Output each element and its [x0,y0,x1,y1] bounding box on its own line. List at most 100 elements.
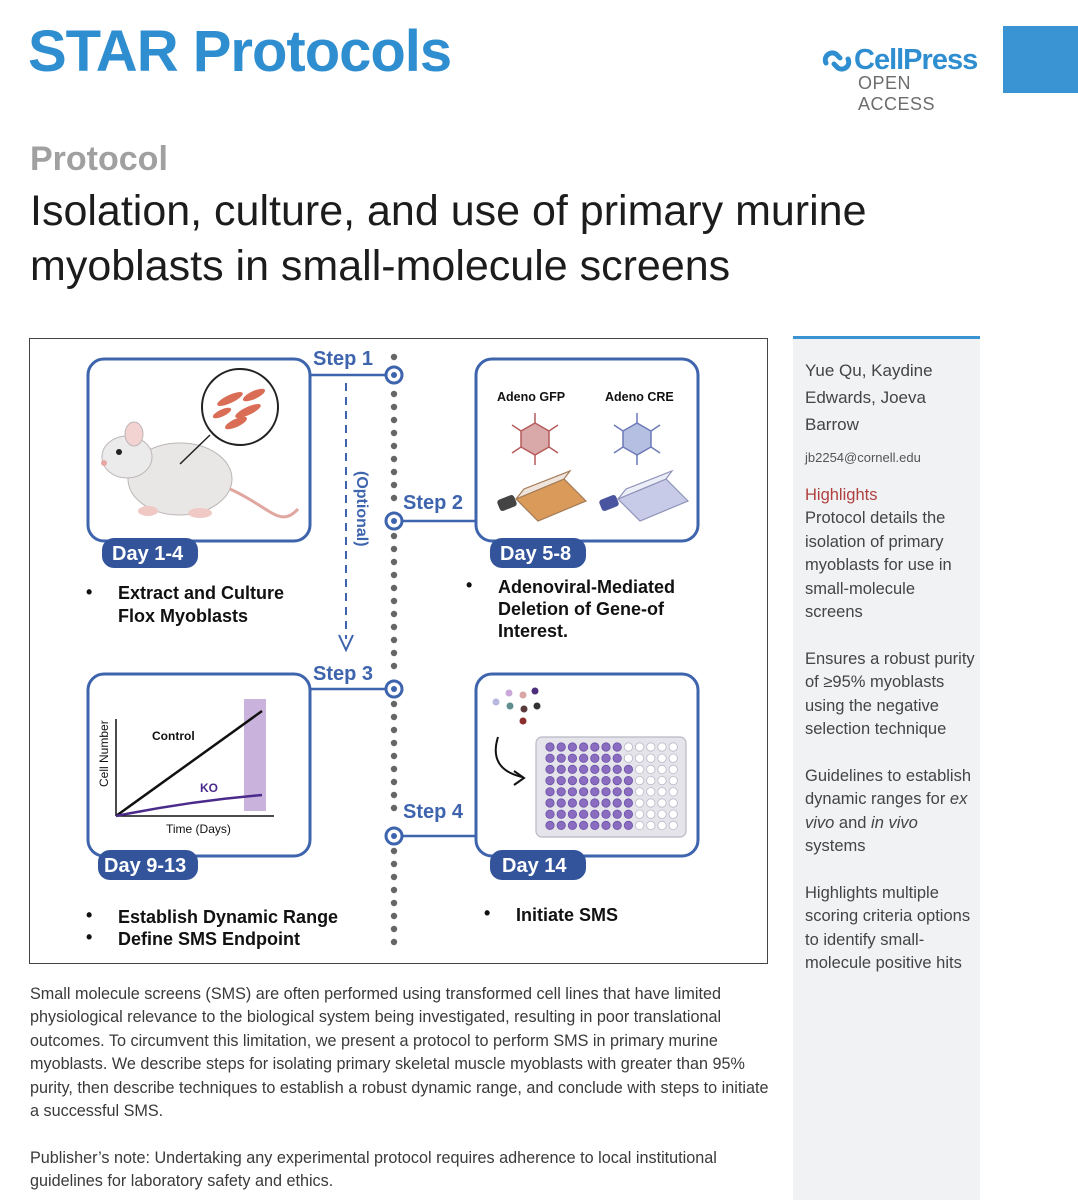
panel2-bullet-line1: Adenoviral-Mediated [498,577,675,597]
plate-well [623,798,634,808]
plate-well [590,820,600,830]
plate-well [545,798,555,808]
plate-well [578,798,589,808]
svg-text:•: • [86,927,92,947]
plate-well [578,809,589,819]
plate-well [668,820,678,830]
myoblast-inset [201,368,279,446]
plate-well [556,787,566,797]
plate-well [601,798,611,808]
plate-well [646,787,656,797]
graphical-abstract: Step 1 Step 2 Step 3 Step 4 (Optional) [29,338,768,964]
control-series-label: Control [152,729,195,743]
plate-well [634,764,645,774]
plate-well [634,820,645,830]
plate-well [657,809,667,819]
plate-well [601,820,611,830]
plate-well [601,809,611,819]
plate-well [646,820,656,830]
plate-well [578,787,589,797]
flask-cre-icon [599,469,690,522]
ko-series-label: KO [200,781,218,795]
plate-well [545,753,555,763]
adeno-cre-label: Adeno CRE [605,390,674,404]
plate-well [578,753,589,763]
plate-well [556,775,566,786]
step-1-label: Step 1 [313,348,373,370]
plate-well [590,764,600,774]
panel4-bullet-1: Initiate SMS [516,905,618,925]
panel3-bullet-2: Define SMS Endpoint [118,929,300,949]
virus-gfp-icon [511,413,559,465]
panel1-bullet-line1: Extract and Culture [118,583,284,603]
plate-well [634,787,645,797]
plate-well [545,742,555,752]
plate-well [623,753,634,763]
adeno-gfp-label: Adeno GFP [497,390,565,404]
plate-well [634,753,645,763]
panel2-bullet-line2: Deletion of Gene-of [498,599,665,619]
highlight-item: Ensures a robust purity of ≥95% myoblast… [805,649,975,739]
open-access-label: OPEN ACCESS [858,73,936,114]
day-5-8-badge: Day 5-8 [500,543,571,565]
plate-well [646,798,656,808]
ko-line [115,793,263,818]
plate-well [623,742,634,752]
journal-title: STAR Protocols [28,19,452,84]
highlights-heading: Highlights [805,486,878,504]
timeline-dotted-line [390,353,398,946]
plate-well [567,809,578,819]
plate-well [612,775,622,786]
plate-well [634,798,645,808]
plate-well [590,742,600,752]
plate-well [668,753,678,763]
panel-day-5-8: Adeno GFP Adeno CRE Day 5-8 • Adenoviral… [466,357,700,641]
day-1-4-badge: Day 1-4 [112,543,184,565]
plate-well [590,775,600,786]
plate-well [556,798,566,808]
svg-text:•: • [484,903,490,923]
svg-text:•: • [86,582,92,602]
transfer-arrow-icon [494,736,523,778]
panel1-bullet-line2: Flox Myoblasts [118,606,248,626]
plate-well [646,753,656,763]
plate-well [578,775,589,786]
plate-well [612,764,622,774]
plate-well [601,753,611,763]
plate-well [578,764,589,774]
plate-well [567,775,578,786]
plate-well [623,820,634,830]
plate-well [545,820,555,830]
day-9-13-badge: Day 9-13 [104,855,186,877]
plate-well [556,742,566,752]
svg-text:•: • [466,575,472,595]
plate-well [545,764,555,774]
plate-well [590,753,600,763]
cellpress-mark-icon [822,49,852,72]
highlight-item: Highlights multiple scoring criteria opt… [805,883,971,973]
panel-day-14: Day 14 • Initiate SMS [474,672,700,925]
plate-well [612,742,622,752]
highlight-band [244,699,266,811]
compound-dots-icon [492,687,541,725]
plate-well [668,798,678,808]
plate-well [634,742,645,752]
plate-well [668,764,678,774]
plate-well [556,764,566,774]
panel-day-9-13: Cell Number Time (Days) Control KO Day 9… [86,672,338,949]
sidebar: Yue Qu, Kaydine Edwards, Joeva Barrow jb… [793,336,980,1200]
step-3-label: Step 3 [313,663,373,685]
plate-well [612,787,622,797]
plate-well [623,787,634,797]
plate-well [646,809,656,819]
plate-well [657,820,667,830]
contact-email[interactable]: jb2254@cornell.edu [805,450,921,465]
plate-well [601,764,611,774]
plate-well [657,764,667,774]
plate-well [668,775,678,786]
highlight-item: Protocol details the isolation of primar… [805,509,952,621]
highlight-item-rich: Guidelines to establish dynamic ranges f… [805,766,972,856]
plate-well [634,775,645,786]
plate-well [578,742,589,752]
plate-well [657,787,667,797]
